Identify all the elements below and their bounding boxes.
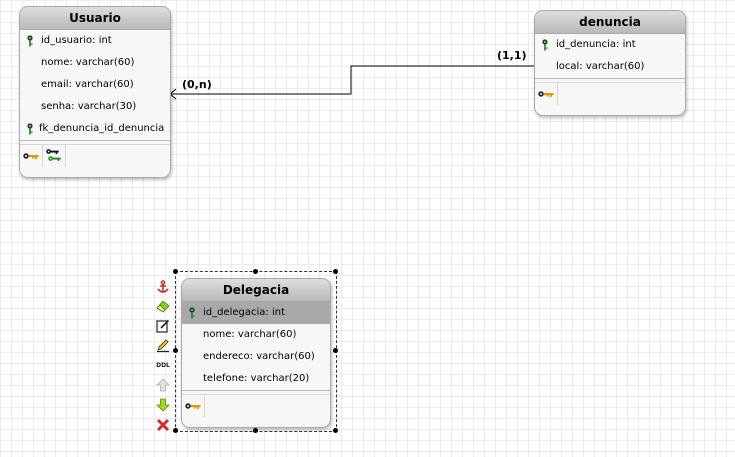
field-row[interactable]: email: varchar(60) (20, 74, 170, 96)
field-row[interactable]: endereco: varchar(60) (182, 346, 330, 368)
resize-handle[interactable] (173, 428, 178, 433)
resize-handle[interactable] (333, 269, 338, 274)
pencil-icon[interactable] (156, 339, 170, 353)
table-title: denuncia (535, 11, 685, 34)
table-title: Delegacia (182, 279, 330, 302)
field-row[interactable]: senha: varchar(30) (20, 96, 170, 118)
arrow-down-icon[interactable] (156, 398, 170, 412)
field-label: fk_denuncia_id_denuncia (39, 123, 165, 134)
foreign-key-index[interactable] (43, 145, 66, 167)
anchor-icon[interactable] (156, 280, 170, 294)
primary-key-icon (26, 35, 34, 47)
target-cardinality-label: (0,n) (182, 78, 212, 91)
primary-key-index[interactable] (182, 395, 205, 417)
eraser-icon[interactable] (156, 299, 170, 313)
field-label: telefone: varchar(20) (203, 373, 310, 384)
resize-handle[interactable] (173, 269, 178, 274)
table-footer (20, 140, 170, 177)
table-title: Usuario (20, 7, 170, 30)
field-row[interactable]: id_delegacia: int (182, 302, 330, 324)
foreign-key-icon (26, 123, 34, 135)
resize-handle[interactable] (253, 269, 258, 274)
resize-handle[interactable] (253, 428, 258, 433)
field-label: senha: varchar(30) (41, 101, 137, 112)
field-label: id_usuario: int (41, 35, 112, 46)
resize-handle[interactable] (173, 348, 178, 353)
field-label: local: varchar(60) (556, 61, 645, 72)
field-label: nome: varchar(60) (203, 329, 297, 340)
key-icon (46, 148, 60, 155)
table-denuncia[interactable]: denuncia id_denuncia: int local: varchar… (534, 10, 686, 116)
field-row[interactable]: nome: varchar(60) (20, 52, 170, 74)
field-row[interactable]: nome: varchar(60) (182, 324, 330, 346)
delete-icon[interactable] (156, 418, 170, 432)
table-usuario[interactable]: Usuario id_usuario: int nome: varchar(60… (19, 6, 171, 178)
table-footer (535, 78, 685, 115)
source-cardinality-label: (1,1) (497, 49, 527, 62)
field-row[interactable]: fk_denuncia_id_denuncia (20, 118, 170, 140)
resize-handle[interactable] (333, 348, 338, 353)
field-label: id_denuncia: int (556, 39, 636, 50)
resize-handle[interactable] (333, 428, 338, 433)
key-icon (185, 402, 201, 410)
field-row[interactable]: id_usuario: int (20, 30, 170, 52)
primary-key-icon (541, 39, 549, 51)
primary-key-index[interactable] (535, 83, 558, 105)
field-label: id_delegacia: int (203, 307, 286, 318)
key-icon (538, 90, 554, 98)
key-icon (48, 155, 62, 162)
primary-key-index[interactable] (20, 145, 43, 167)
key-icon (23, 152, 39, 160)
table-delegacia[interactable]: Delegacia id_delegacia: int nome: varcha… (181, 278, 331, 428)
primary-key-icon (188, 307, 196, 319)
field-row[interactable]: id_denuncia: int (535, 34, 685, 56)
field-label: nome: varchar(60) (41, 57, 135, 68)
field-label: endereco: varchar(60) (203, 351, 315, 362)
edit-icon[interactable] (156, 319, 170, 333)
field-row[interactable]: local: varchar(60) (535, 56, 685, 78)
ddl-button[interactable]: DDL (156, 362, 170, 369)
field-label: email: varchar(60) (41, 79, 134, 90)
table-footer (182, 390, 330, 427)
field-row[interactable]: telefone: varchar(20) (182, 368, 330, 390)
arrow-up-icon[interactable] (156, 378, 170, 392)
